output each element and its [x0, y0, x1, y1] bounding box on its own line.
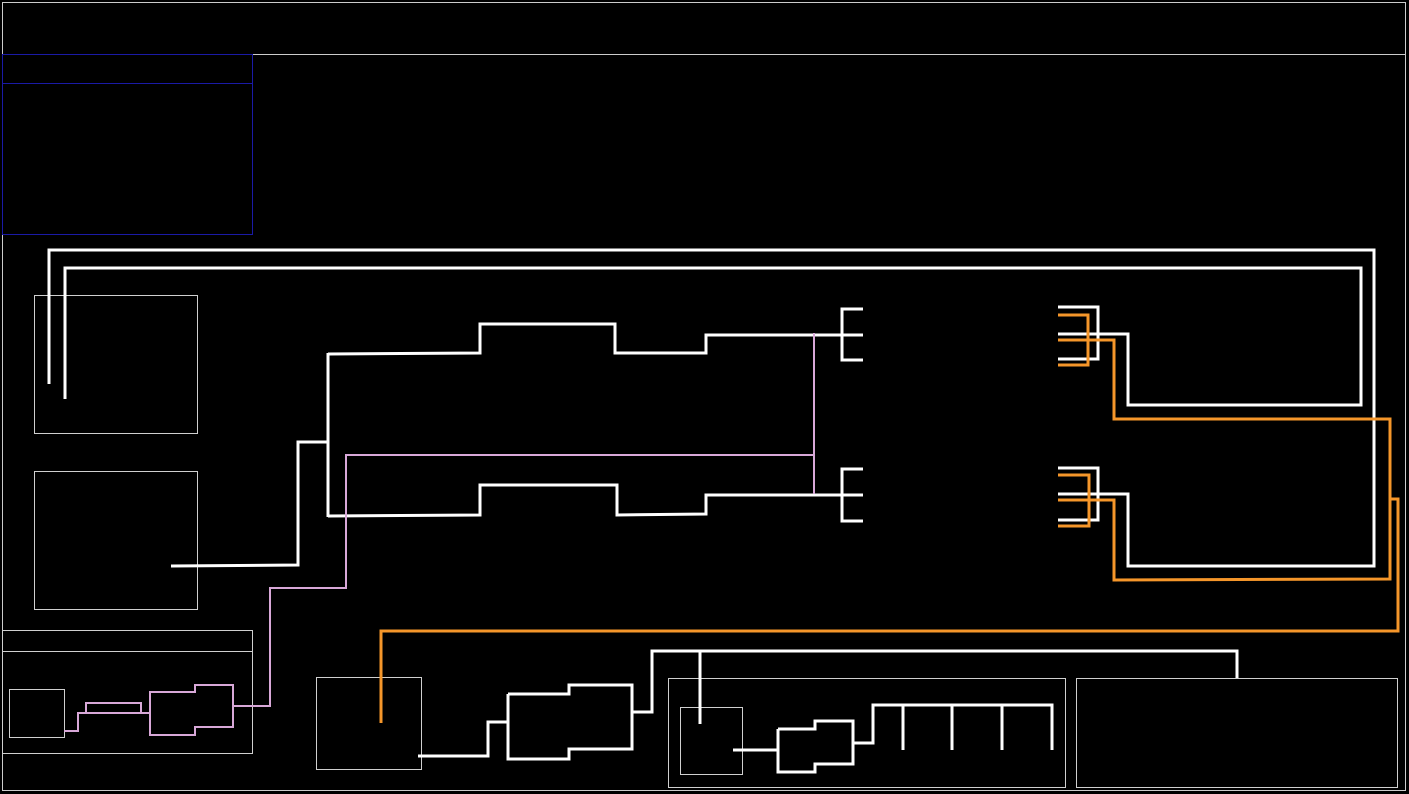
- bottom-wire-chain-left[interactable]: [418, 720, 508, 758]
- pink-main-route[interactable]: [233, 454, 814, 707]
- bottom-wire-to-bus[interactable]: [632, 649, 1239, 714]
- bottom-comb-bus[interactable]: [853, 703, 1054, 750]
- component-box-mid-left[interactable]: [34, 471, 198, 610]
- pink-lower-left-component[interactable]: [64, 684, 234, 736]
- wire-outer-top-loop[interactable]: [47, 248, 1376, 568]
- bottom-middle-panel[interactable]: [668, 678, 1066, 788]
- bottom-component-left[interactable]: [506, 683, 634, 761]
- lower-left-panel[interactable]: [2, 630, 253, 754]
- wire-upper-branch[interactable]: [327, 322, 842, 356]
- orange-long-return[interactable]: [379, 497, 1400, 723]
- selection-panel[interactable]: [2, 54, 253, 235]
- wire-inner-top-loop[interactable]: [63, 266, 1363, 407]
- bottom-right-panel[interactable]: [1076, 678, 1398, 788]
- bottom-component-right[interactable]: [776, 719, 855, 774]
- bottom-middle-inner-box[interactable]: [680, 707, 743, 775]
- wire-trunk[interactable]: [170, 440, 328, 568]
- component-box-top-left[interactable]: [34, 295, 198, 434]
- lower-left-small-box[interactable]: [9, 689, 65, 738]
- pink-lower-left-notch: [85, 702, 142, 713]
- bottom-center-left-box[interactable]: [316, 677, 422, 770]
- wire-lower-branch[interactable]: [327, 483, 842, 518]
- orange-fork-lower[interactable]: [1058, 473, 1091, 528]
- orange-loop-upper[interactable]: [1058, 338, 1392, 582]
